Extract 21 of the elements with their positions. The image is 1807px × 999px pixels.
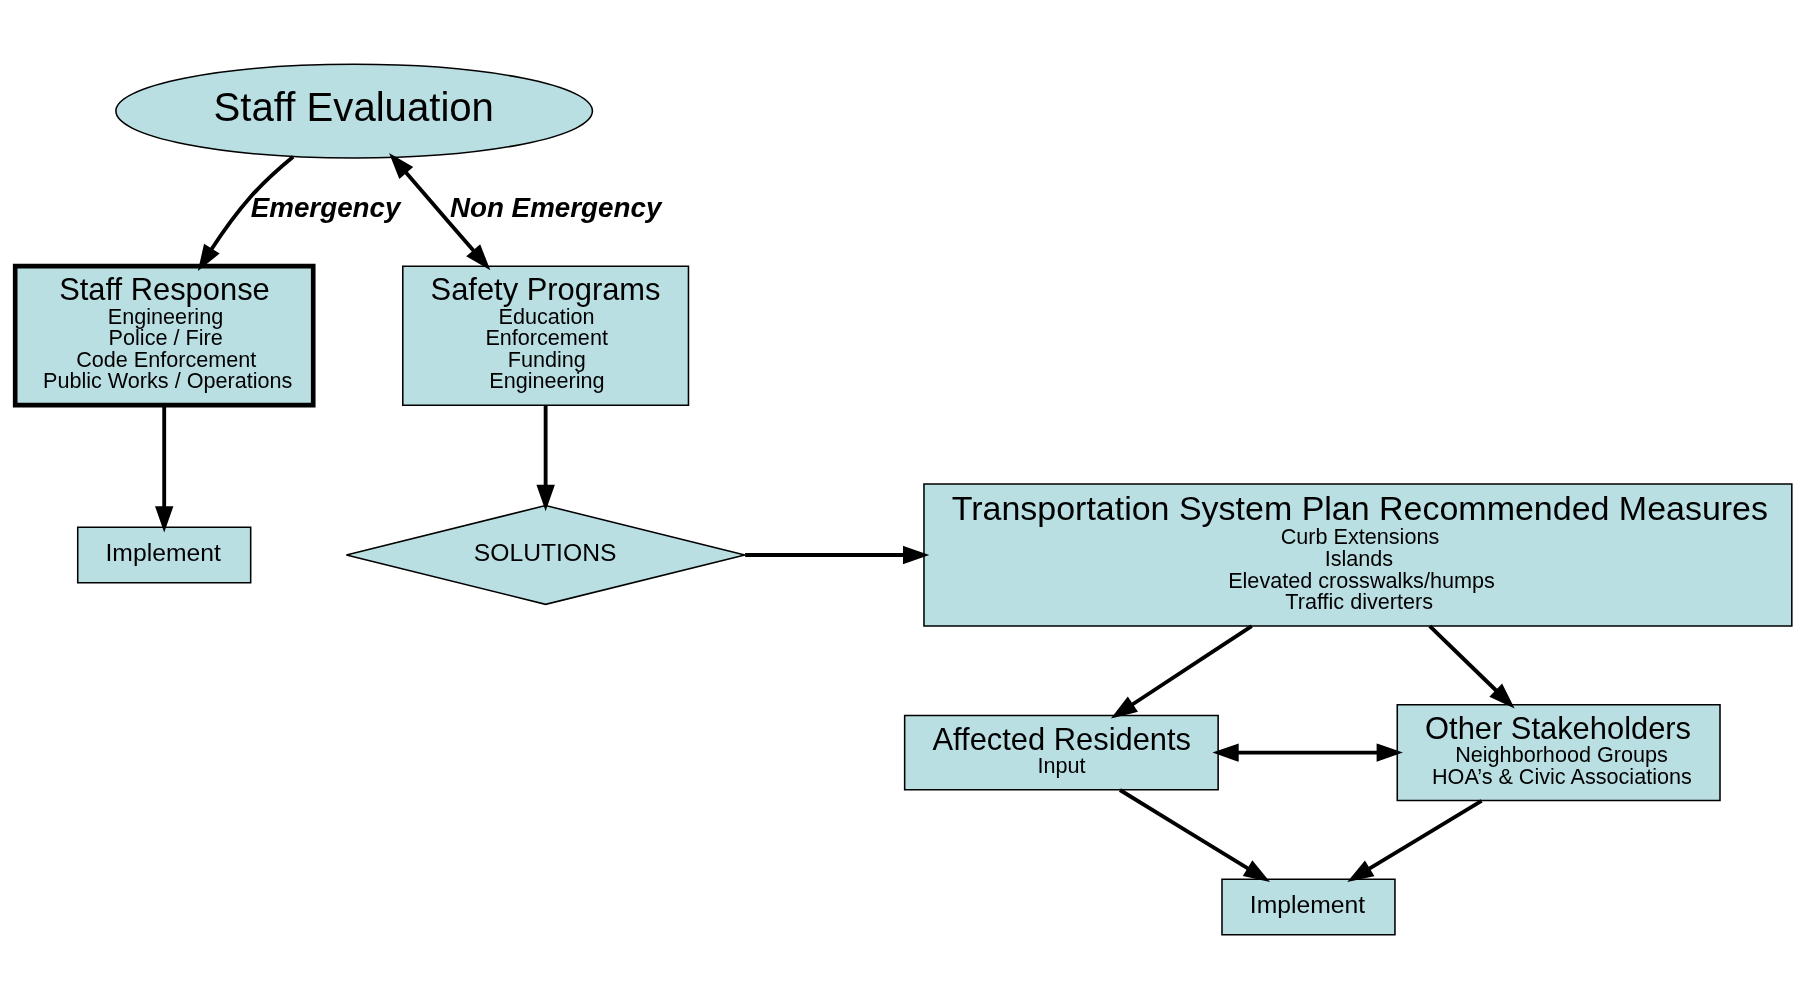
- arrow: [1428, 624, 1515, 709]
- arrow: [1212, 743, 1403, 762]
- arrow: [536, 405, 555, 512]
- arrow: [1118, 788, 1270, 882]
- node-box: Safety Programs Education Enforcement Funding Engineering: [402, 265, 690, 406]
- arrow: [197, 155, 295, 271]
- node-box: Other Stakeholders Neighborhood Groups HOA’s & Civic Associations: [1396, 703, 1721, 802]
- arrow: [1110, 624, 1253, 719]
- arrow: [745, 545, 930, 565]
- edge-label: Non Emergency: [449, 192, 662, 224]
- node-box: Implement: [1221, 878, 1396, 936]
- node-box: Implement: [76, 526, 252, 584]
- arrow: [1347, 799, 1483, 883]
- node-box: Staff Response Engineering Police / Fire Code Enforcement Public Works / Operations: [12, 263, 316, 408]
- edge-label: Emergency: [250, 192, 401, 224]
- node-diamond: SOLUTIONS: [345, 504, 746, 606]
- arrow: [389, 153, 491, 271]
- node-box: Transportation System Plan Recommended Measures Curb Extensions Islands Elevated crosswalks/humps Traffic diverters: [923, 483, 1793, 627]
- arrow: [155, 405, 174, 533]
- node-ellipse: Staff Evaluation: [115, 63, 594, 159]
- node-box: Affected Residents Input: [903, 714, 1219, 791]
